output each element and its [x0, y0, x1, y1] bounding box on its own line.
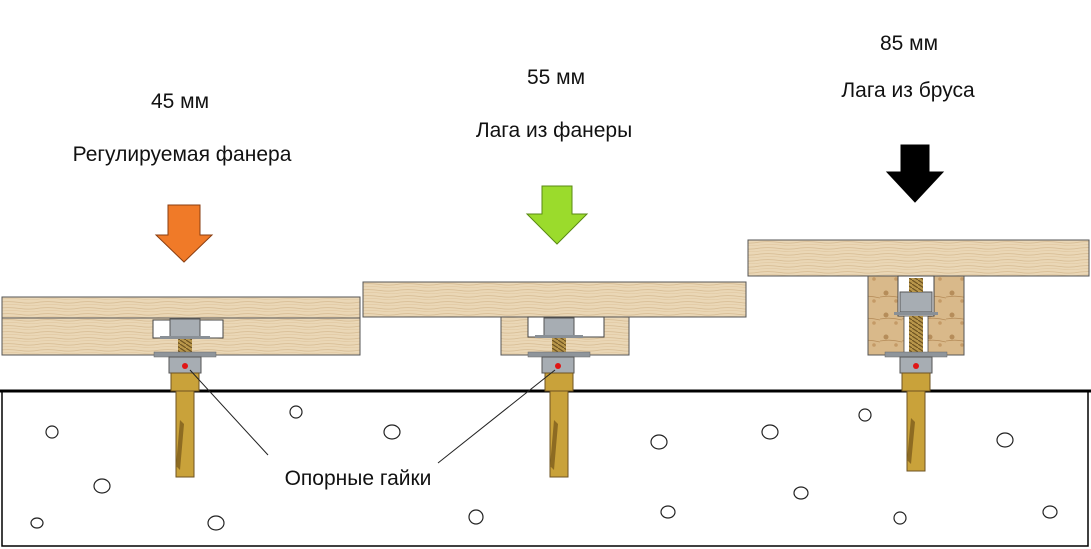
anchor-slot	[550, 420, 558, 470]
thickness-label-3: 85 мм	[879, 32, 939, 55]
plywood-assembly-2	[362, 281, 747, 478]
leader-line-right	[437, 369, 556, 464]
pebble	[1042, 505, 1058, 519]
pebble	[650, 434, 668, 450]
support-nuts-label: Опорные гайки	[284, 467, 432, 490]
threaded-rod	[909, 278, 923, 292]
pebble	[468, 509, 484, 525]
pebble	[893, 511, 907, 525]
top-nut	[543, 317, 575, 337]
support-nut-marker	[182, 363, 188, 369]
pebble	[858, 408, 872, 422]
thickness-label-2: 55 мм	[526, 66, 586, 89]
title-label-3: Лага из бруса	[841, 79, 975, 102]
load-arrow-orange	[154, 204, 214, 263]
title-label-2: Лага из фанеры	[475, 119, 633, 142]
support-washer	[527, 351, 591, 358]
top-nut	[169, 318, 201, 338]
threaded-rod	[178, 339, 192, 353]
leader-line-left	[189, 369, 269, 456]
thickness-label-1: 45 мм	[150, 90, 210, 113]
threaded-rod	[552, 338, 566, 353]
plywood-assembly-1	[1, 296, 361, 478]
top-washer	[894, 312, 938, 315]
support-washer	[884, 351, 948, 358]
support-washer	[153, 351, 217, 358]
anchor-slot	[907, 418, 915, 464]
plywood-top-sheet	[747, 239, 1090, 277]
pebble	[660, 505, 676, 519]
pebble	[93, 478, 111, 494]
pebble	[996, 432, 1014, 448]
support-nut-marker	[913, 363, 919, 369]
threaded-rod	[909, 316, 923, 355]
load-arrow-green	[525, 185, 589, 245]
anchor-sleeve	[544, 372, 574, 392]
pebble	[289, 405, 303, 419]
top-washer	[535, 335, 583, 338]
plywood-top-sheet	[362, 281, 747, 318]
timber-assembly-3	[747, 239, 1090, 472]
pebble	[793, 486, 809, 500]
pebble	[383, 424, 401, 440]
pebble	[30, 517, 44, 529]
title-label-1: Регулируемая фанера	[72, 143, 292, 166]
anchor-slot	[176, 420, 184, 470]
support-nut-marker	[555, 363, 561, 369]
pebble	[761, 424, 779, 440]
load-arrow-black	[885, 144, 945, 203]
concrete-pebbles	[30, 405, 1058, 531]
pebble	[45, 425, 59, 439]
pebble	[207, 515, 225, 531]
plywood-top-sheet	[1, 296, 361, 319]
top-nut	[899, 291, 933, 313]
anchor-sleeve	[901, 372, 931, 392]
top-washer	[160, 336, 210, 339]
